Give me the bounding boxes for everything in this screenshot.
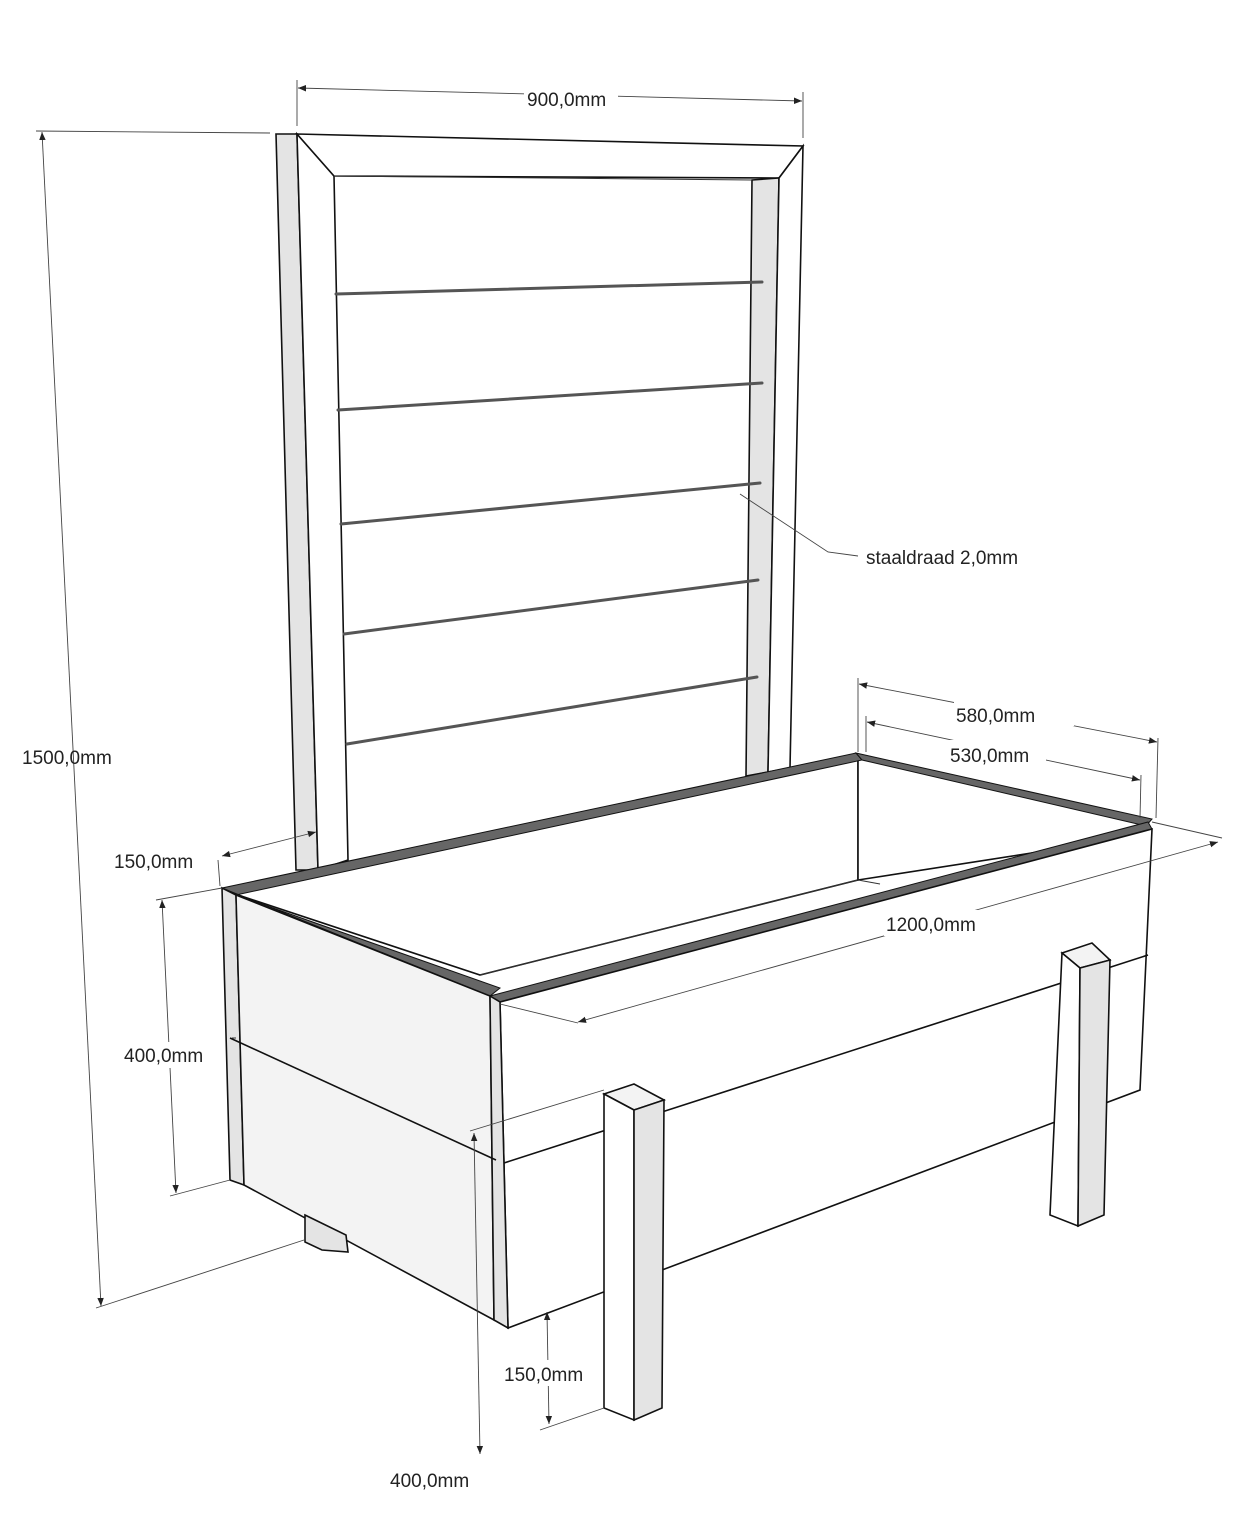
- trellis-top-rail: [295, 133, 805, 179]
- dim-post-width: [221, 830, 317, 858]
- label-post-width: 150,0mm: [114, 852, 193, 873]
- label-leg-height: 150,0mm: [504, 1365, 583, 1386]
- label-planter-height: 400,0mm: [124, 1046, 203, 1067]
- wire-3: [339, 481, 762, 526]
- label-planter-length: 1200,0mm: [886, 915, 976, 936]
- leg-front-face: [633, 1098, 665, 1422]
- leg-right-face: [1077, 958, 1111, 1228]
- dim-total-height: [39, 131, 104, 1307]
- trellis-frame: [275, 131, 805, 872]
- leg-back-left: [304, 1213, 349, 1253]
- label-inner-depth: 530,0mm: [950, 746, 1029, 767]
- planter-box: [220, 752, 1153, 1330]
- wire-4: [342, 578, 760, 636]
- planter-front-corner: [489, 994, 509, 1330]
- label-leg-length: 400,0mm: [390, 1471, 469, 1492]
- wire-5: [345, 675, 759, 746]
- label-wire-note: staaldraad 2,0mm: [866, 548, 1018, 569]
- wire-leader: [739, 493, 859, 557]
- wire-2: [336, 381, 764, 412]
- wire-1: [334, 280, 764, 296]
- leg-front-side: [603, 1092, 635, 1422]
- label-trellis-width: 900,0mm: [527, 90, 606, 111]
- seam-left: [229, 1037, 497, 1161]
- label-outer-depth: 580,0mm: [956, 706, 1035, 727]
- dimension-labels: 900,0mm 1500,0mm staaldraad 2,0mm 580,0m…: [22, 86, 1074, 1492]
- steel-wires: [334, 280, 764, 746]
- label-total-height: 1500,0mm: [22, 748, 112, 769]
- dim-leg-length: [470, 1132, 484, 1455]
